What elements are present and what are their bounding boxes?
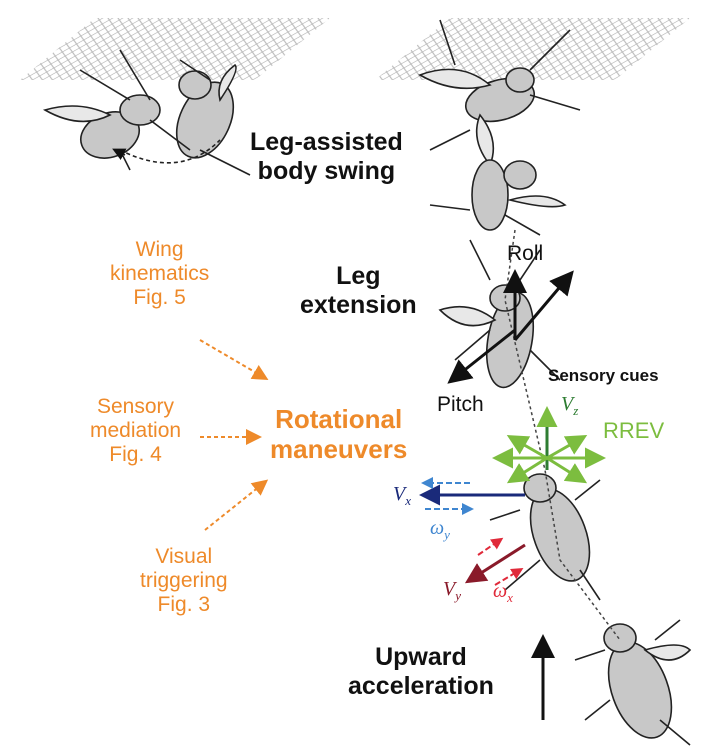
label-pitch: Pitch (437, 393, 484, 416)
wing-kinematics-arrow (199, 339, 269, 381)
wx-arrow-top (477, 537, 504, 556)
label-rrev: RREV (603, 418, 665, 443)
pitch-axis-arrow (447, 328, 516, 384)
wx-arrow-bottom (494, 567, 524, 586)
symbol-wx: ωx (493, 580, 513, 605)
vy-arrow (464, 543, 526, 584)
symbol-wy: ωy (430, 517, 450, 542)
symbol-vz: Vz (561, 393, 579, 418)
rrev-arrows (492, 435, 606, 484)
fly-right-landed (418, 19, 581, 236)
roll-axis-diagonal (513, 270, 574, 341)
ceiling-mesh-left (20, 18, 330, 80)
fly-left-swing (42, 49, 251, 176)
label-sensory-cues: Sensory cues (548, 366, 659, 385)
symbol-vx: Vx (393, 483, 411, 508)
visual-triggering-arrow (204, 479, 269, 531)
ceiling-mesh-right (375, 18, 690, 80)
fly-sensory (489, 473, 601, 601)
label-roll: Roll (507, 242, 544, 265)
fly-bottom (574, 619, 692, 746)
symbol-vy: Vy (443, 578, 461, 603)
